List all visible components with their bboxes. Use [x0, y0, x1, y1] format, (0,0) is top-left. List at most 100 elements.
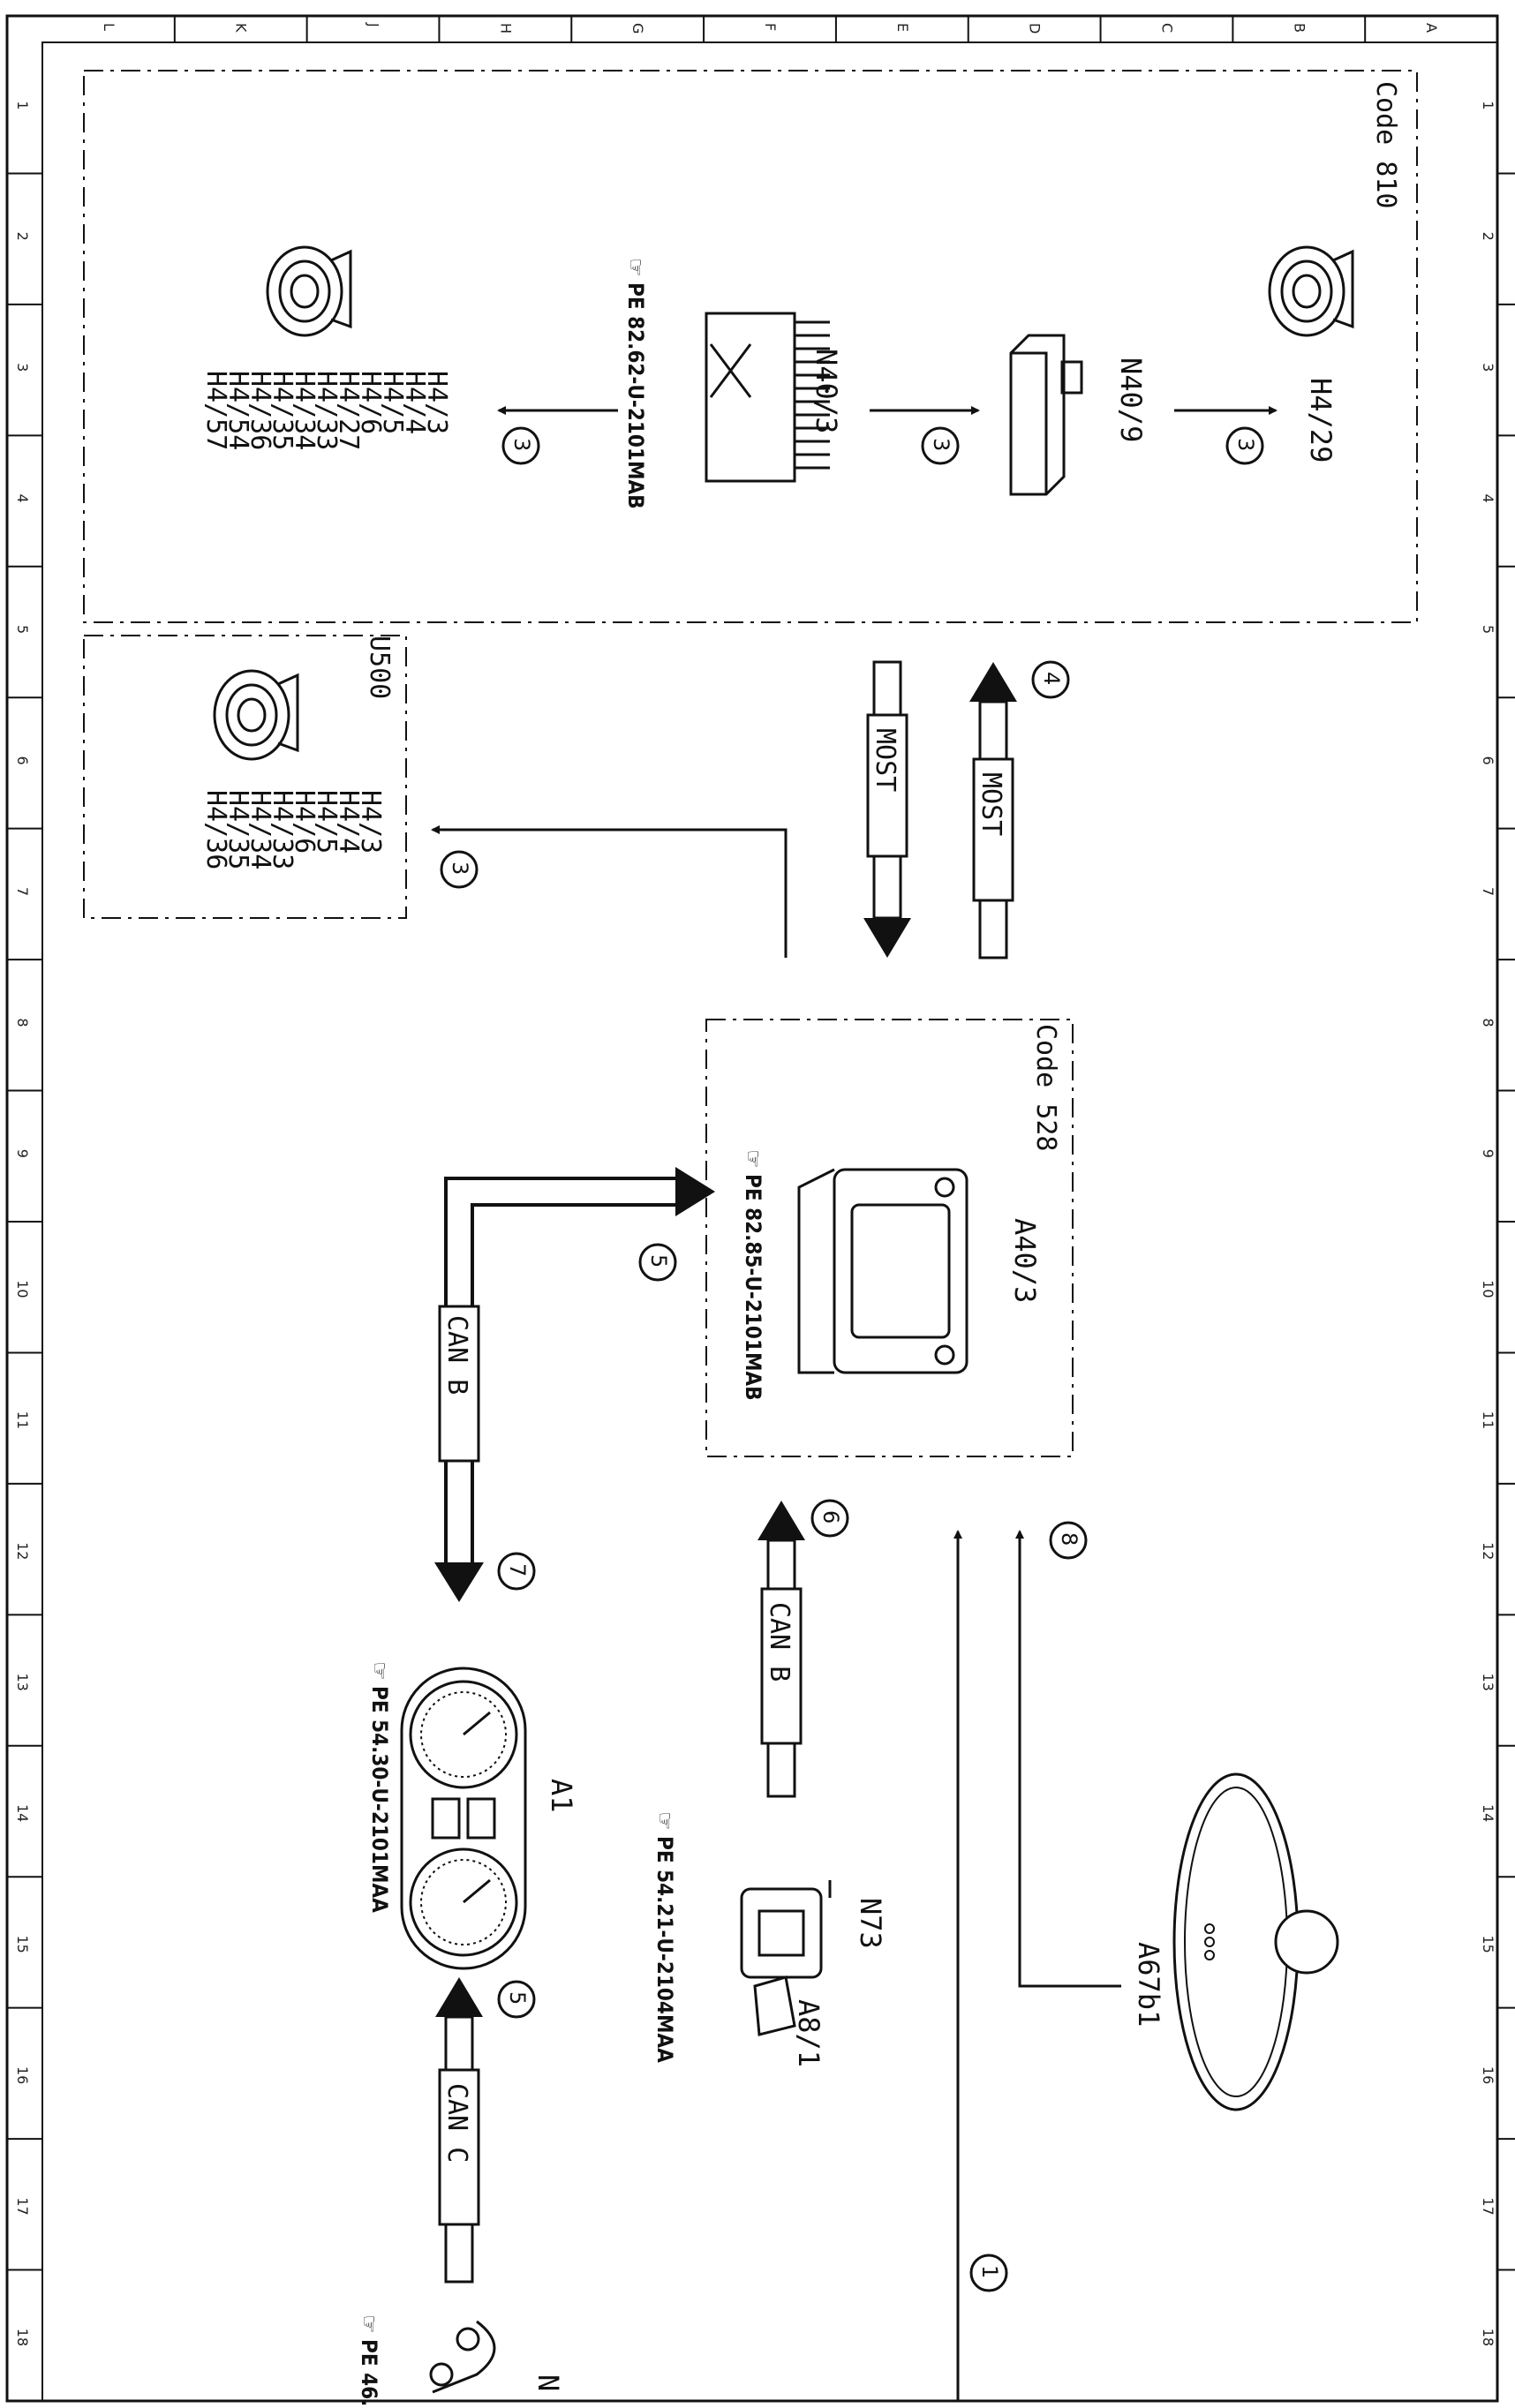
most-label-down: MOST: [870, 728, 901, 792]
grid-number-left: 15: [14, 1935, 31, 1953]
grid-number-left: 9: [14, 1149, 31, 1158]
can-b-label-1: CAN B: [441, 1315, 472, 1395]
grid-letter: B: [1291, 23, 1308, 33]
label-a67b1: A67b1: [1132, 1942, 1165, 2027]
grid-number-left: 7: [14, 887, 31, 896]
u500-label: U500: [364, 636, 395, 699]
line-a40-3-to-u500: [431, 825, 788, 958]
callout-c3: 3: [440, 850, 479, 889]
label-a40-3: A40/3: [1008, 1218, 1042, 1303]
can-b-bus-n73-to-a40: CAN B: [758, 1501, 805, 1798]
grid-number-right: 10: [1480, 1280, 1496, 1298]
grid-number-left: 4: [14, 494, 31, 503]
grid-number-left: 12: [14, 1542, 31, 1560]
svg-text:1: 1: [977, 2265, 1002, 2278]
grid-letter: D: [1027, 23, 1044, 34]
manual-ref-icon: ☞: [741, 1149, 765, 1169]
grid-number-right: 16: [1480, 2066, 1496, 2084]
grid-number-right: 6: [1480, 756, 1496, 764]
grid-number-left: 3: [14, 363, 31, 372]
most-bus-up: MOST: [969, 662, 1017, 959]
label-n40-3: N40/3: [810, 349, 843, 433]
grid-number-left: 8: [14, 1018, 31, 1027]
svg-text:7: 7: [505, 1563, 530, 1576]
label-n-partial: N: [531, 2374, 565, 2391]
svg-text:5: 5: [505, 1991, 530, 2005]
grid-number-left: 2: [14, 232, 31, 241]
u500-box: [83, 635, 407, 919]
callout-c7: 7: [497, 1552, 536, 1591]
grid-number-right: 3: [1480, 363, 1496, 372]
grid-number-right: 8: [1480, 1018, 1496, 1027]
label-a1: A1: [545, 1779, 578, 1813]
grid-number-right: 12: [1480, 1542, 1496, 1560]
grid-number-right: 14: [1480, 1804, 1496, 1822]
grid-number-left: 16: [14, 2066, 31, 2084]
speaker-label: H4/6: [289, 790, 320, 854]
speaker-810-left-icon: [266, 245, 352, 337]
ref-a1: PE 54.30-U-2101MAA: [367, 1686, 392, 1913]
ref-n40-3: PE 82.62-U-2101MAB: [623, 282, 648, 509]
manual-ref-icon: ☞: [367, 1661, 392, 1681]
head-unit-a40-3-icon: [797, 1168, 969, 1374]
speaker-label: H4/36: [200, 790, 231, 869]
callout-c4: 4: [1031, 660, 1070, 699]
label-n73: N73: [854, 1898, 887, 1949]
svg-text:3: 3: [509, 438, 534, 451]
speaker-label: H4/3: [355, 790, 386, 854]
speaker-label: H4/4: [333, 790, 364, 854]
grid-letter: C: [1158, 23, 1175, 33]
speaker-label: H4/3: [421, 371, 452, 434]
speaker-label: H4/4: [399, 371, 430, 434]
grid-number-left: 10: [14, 1280, 31, 1298]
most-label-up: MOST: [976, 772, 1006, 836]
callout-c5: 5: [638, 1243, 677, 1282]
can-c-label: CAN C: [441, 2083, 472, 2163]
grid-letter: G: [629, 23, 646, 34]
callout-c6: 6: [810, 1499, 849, 1538]
speaker-list-code-810: H4/3H4/4H4/5H4/6H4/27H4/33H4/34H4/35H4/3…: [200, 371, 452, 450]
grid-letter: J: [366, 22, 382, 27]
grid-letter: H: [497, 23, 514, 34]
speaker-label: H4/34: [245, 790, 275, 869]
grid-letter: L: [101, 23, 117, 31]
ref-a40-3: PE 82.85-U-2101MAB: [741, 1174, 765, 1401]
rearview-mirror-a67b1-icon: [1172, 1772, 1339, 2111]
grid-number-left: 6: [14, 756, 31, 764]
grid-number-right: 1: [1480, 101, 1496, 109]
grid-number-left: 13: [14, 1674, 31, 1691]
grid-number-left: 11: [14, 1411, 31, 1429]
code-528-label: Code 528: [1030, 1024, 1061, 1152]
grid-number-right: 4: [1480, 494, 1496, 503]
label-h4-29: H4/29: [1304, 378, 1338, 463]
speaker-label: H4/27: [333, 371, 364, 450]
speaker-label: H4/34: [289, 371, 320, 450]
can-b-bus-a40-to-a1: CAN B: [434, 1167, 715, 1602]
ref-n-partial: PE 46.1: [357, 2339, 381, 2408]
speaker-label: H4/57: [200, 371, 231, 450]
grid-number-right: 18: [1480, 2329, 1496, 2346]
manual-ref-icon: ☞: [652, 1811, 677, 1831]
svg-text:4: 4: [1039, 672, 1064, 685]
grid-number-left: 1: [14, 101, 31, 109]
grid-number-right: 13: [1480, 1674, 1496, 1691]
callout-c5: 5: [497, 1980, 536, 2019]
callout-c8: 8: [1049, 1521, 1088, 1560]
speaker-h4-29-icon: [1268, 245, 1354, 337]
speaker-label: H4/36: [245, 371, 275, 450]
label-n40-9: N40/9: [1114, 357, 1148, 442]
code-810-label: Code 810: [1370, 81, 1401, 209]
code-810-box: [83, 70, 1418, 623]
grid-number-right: 5: [1480, 625, 1496, 634]
speaker-label: H4/5: [311, 790, 342, 854]
module-n40-9-icon: [1009, 334, 1083, 496]
grid-number-right: 15: [1480, 1935, 1496, 1953]
grid-letter: K: [233, 23, 250, 33]
manual-ref-icon: ☞: [357, 2314, 381, 2334]
can-b-label-2: CAN B: [764, 1602, 795, 1682]
